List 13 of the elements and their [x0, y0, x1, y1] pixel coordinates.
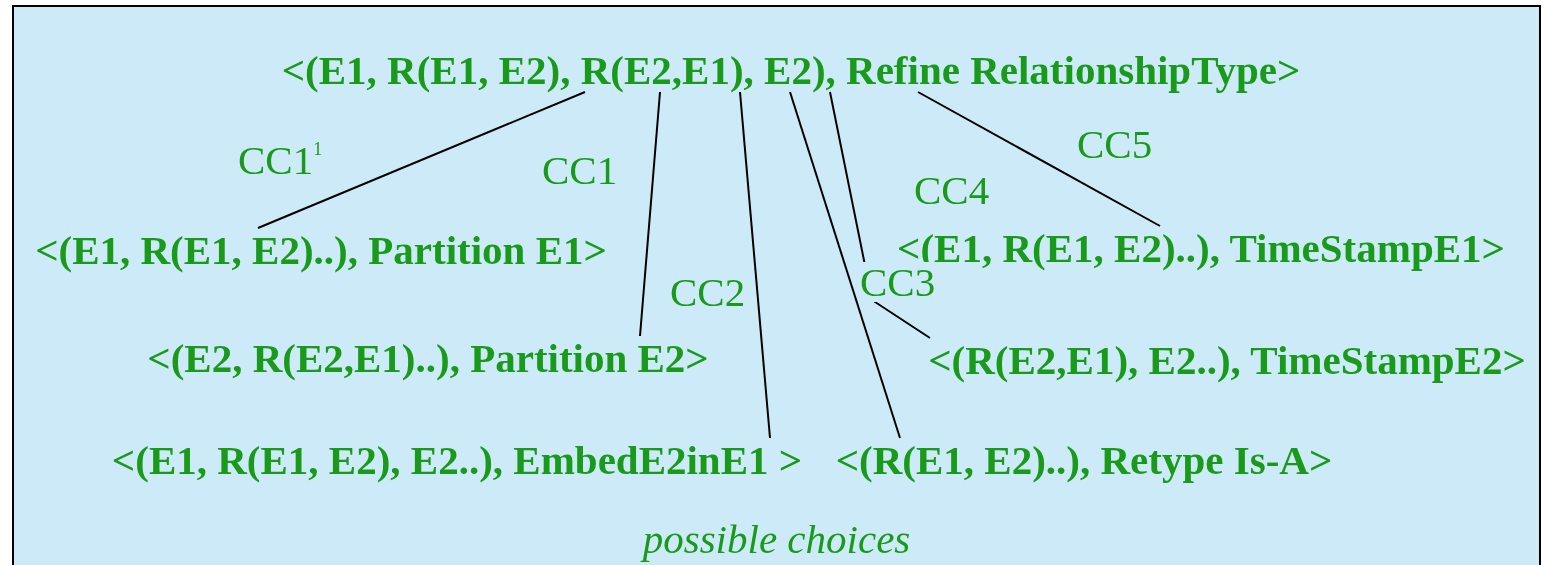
choice-label: <(E1, R(E1, E2), E2..), EmbedE2inE1 >	[95, 438, 819, 482]
choice-label: <(R(E2,E1), E2..), TimeStampE2>	[914, 338, 1540, 382]
connector-line	[739, 91, 771, 439]
choice-label: <(R(E1, E2)..), Retype Is-A>	[824, 438, 1344, 482]
connector-line	[257, 91, 586, 229]
caption-text: possible choices	[639, 517, 912, 561]
choice-label: <(E1, R(E1, E2), R(E2,E1), E2), Refine RelationshipType>	[255, 48, 1327, 92]
panel	[12, 5, 1541, 565]
choice-label: <(E1, R(E1, E2)..), Partition E1>	[20, 228, 622, 272]
connector-line	[789, 91, 901, 439]
connector-line	[639, 91, 661, 337]
choice-label: <(E2, R(E2,E1)..), Partition E2>	[133, 336, 723, 380]
connector-line	[917, 91, 1161, 227]
